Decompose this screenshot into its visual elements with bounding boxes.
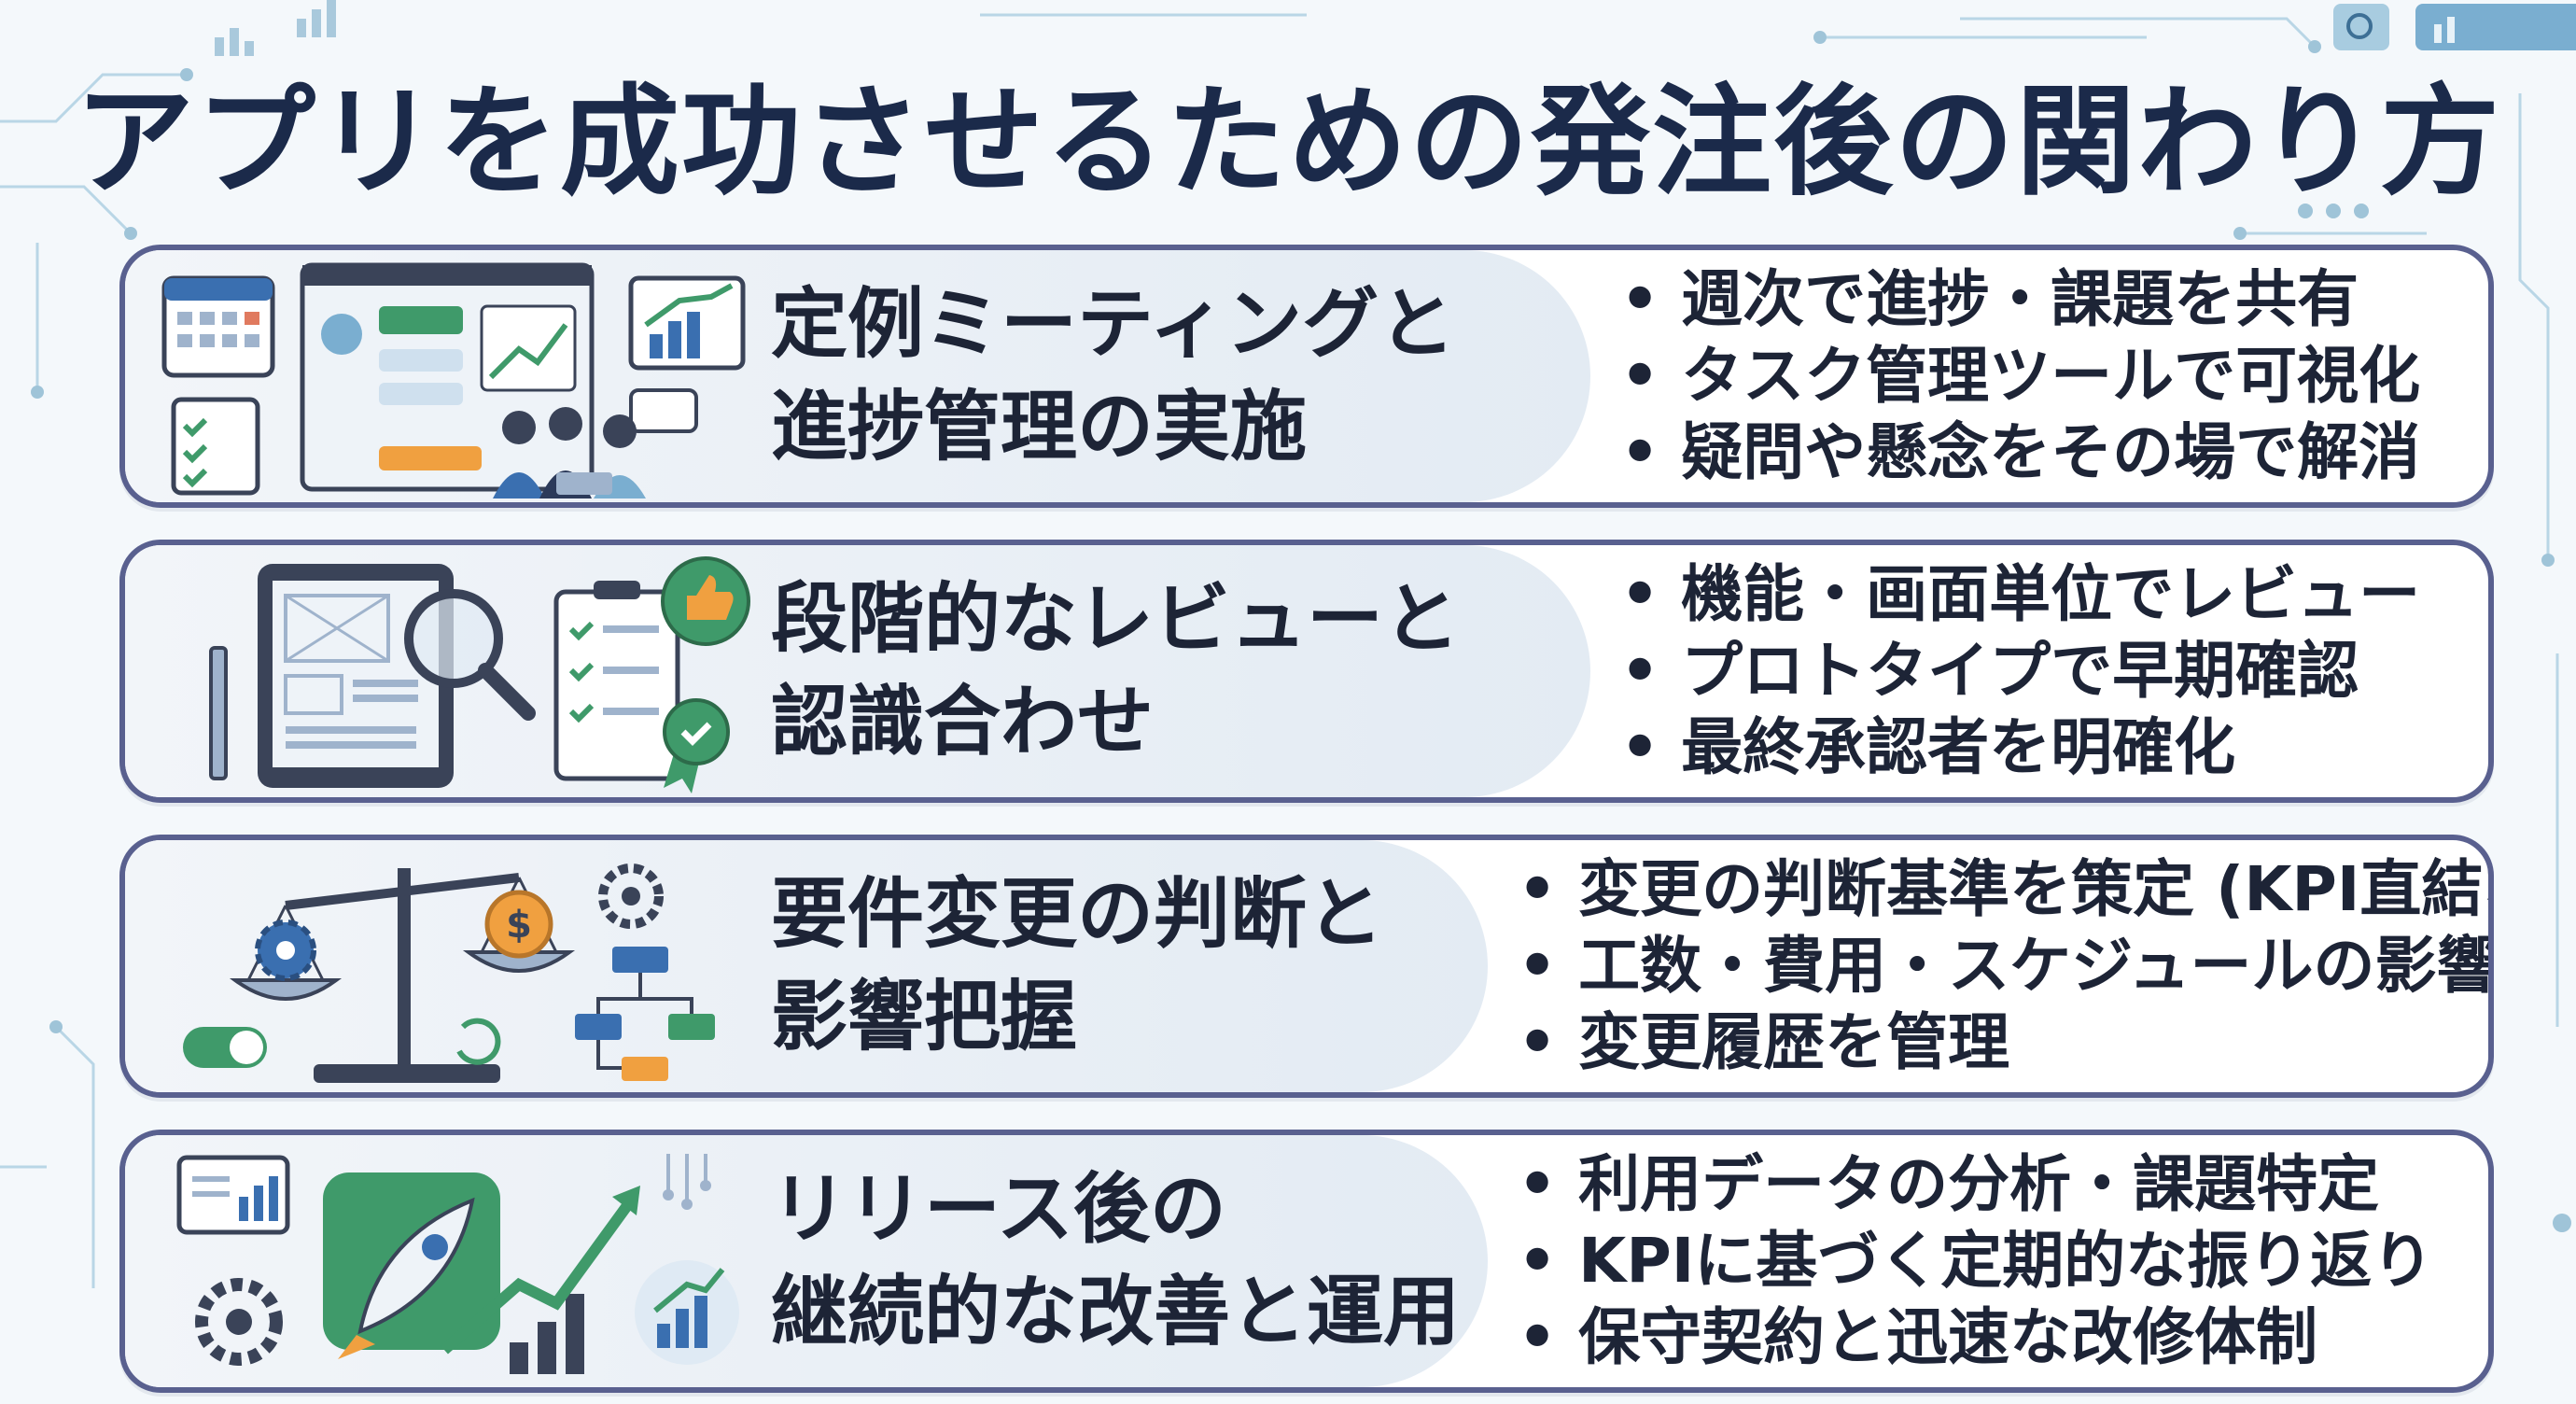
- card-staged-review: 段階的なレビューと 認識合わせ 機能・画面単位でレビュー プロトタイプで早期確認…: [119, 540, 2494, 803]
- approval-badge-icon: [663, 698, 730, 793]
- refresh-icon: [456, 1018, 501, 1065]
- gear-icon: [598, 863, 664, 929]
- rocket-icon: [323, 1172, 500, 1359]
- chart-icon: [628, 275, 746, 371]
- card-post-release: リリース後の 継続的な改善と運用 利用データの分析・課題特定 KPIに基づく定期…: [119, 1130, 2494, 1393]
- toggle-icon: [183, 1027, 267, 1068]
- bullet-item: 保守契約と迅速な改修体制: [1518, 1299, 2433, 1376]
- tablet-wireframe-icon: [258, 564, 454, 788]
- flowchart-icon: [575, 947, 715, 1081]
- search-icon: [2333, 4, 2389, 50]
- checklist-icon: [171, 397, 260, 496]
- card-regular-meetings: 定例ミーティングと 進捗管理の実施 週次で進捗・課題を共有 タスク管理ツールで可…: [119, 245, 2494, 508]
- gear-icon: [195, 1278, 283, 1366]
- bullet-item: プロトタイプで早期確認: [1620, 633, 2420, 709]
- card-heading-background: [125, 840, 1488, 1092]
- chat-bubble-icon: [629, 388, 698, 433]
- bullet-item: 変更の判断基準を策定 (KPI直結など): [1518, 851, 2488, 928]
- card-heading: 要件変更の判断と 影響把握: [771, 870, 1384, 1061]
- meeting-people-icon: [493, 407, 646, 498]
- bullet-item: 変更履歴を管理: [1518, 1004, 2488, 1081]
- card-heading: 定例ミーティングと 進捗管理の実施: [771, 280, 1456, 471]
- bullet-item: 機能・画面単位でレビュー: [1620, 556, 2420, 633]
- bullet-item: 工数・費用・スケジュールの影響確認: [1518, 928, 2488, 1004]
- card-bullets: 利用データの分析・課題特定 KPIに基づく定期的な振り返り 保守契約と迅速な改修…: [1518, 1135, 2433, 1387]
- bullet-item: KPIに基づく定期的な振り返り: [1518, 1223, 2433, 1299]
- calendar-icon: [161, 275, 275, 378]
- magnifier-icon: [404, 589, 536, 721]
- card-illustration: [176, 1154, 739, 1374]
- bullet-item: 週次で進捗・課題を共有: [1620, 261, 2420, 338]
- card-bullets: 週次で進捗・課題を共有 タスク管理ツールで可視化 疑問や懸念をその場で解消: [1620, 250, 2420, 502]
- thumbs-up-icon: [661, 556, 750, 646]
- card-heading: 段階的なレビューと 認識合わせ: [771, 575, 1461, 766]
- bullet-item: 最終承認者を明確化: [1620, 709, 2420, 786]
- bullet-item: 疑問や懸念をその場で解消: [1620, 414, 2420, 491]
- card-illustration: $: [183, 863, 715, 1083]
- card-requirement-change: $ 要件変更の判断と 影響把握: [119, 835, 2494, 1098]
- dollar-coin-icon: $: [484, 890, 553, 959]
- dashboard-icon: [300, 262, 595, 492]
- card-illustration: [209, 556, 750, 793]
- bar-chart-icon: [635, 1260, 739, 1365]
- card-heading: リリース後の 継続的な改善と運用: [771, 1165, 1461, 1356]
- growth-arrow-icon: [441, 1186, 640, 1374]
- svg-text:$: $: [506, 904, 532, 947]
- card-bullets: 機能・画面単位でレビュー プロトタイプで早期確認 最終承認者を明確化: [1620, 545, 2420, 797]
- bullet-item: 利用データの分析・課題特定: [1518, 1146, 2433, 1223]
- gear-icon: [255, 920, 316, 981]
- bullet-item: タスク管理ツールで可視化: [1620, 338, 2420, 414]
- network-icon: [663, 1154, 711, 1210]
- checklist-icon: [553, 581, 680, 781]
- card-bullets: 変更の判断基準を策定 (KPI直結など) 工数・費用・スケジュールの影響確認 変…: [1518, 840, 2488, 1092]
- pencil-icon: [209, 646, 228, 780]
- analytics-icon: [176, 1155, 290, 1235]
- page-title: アプリを成功させるための発注後の関わり方: [74, 72, 2501, 212]
- card-illustration: [161, 262, 746, 498]
